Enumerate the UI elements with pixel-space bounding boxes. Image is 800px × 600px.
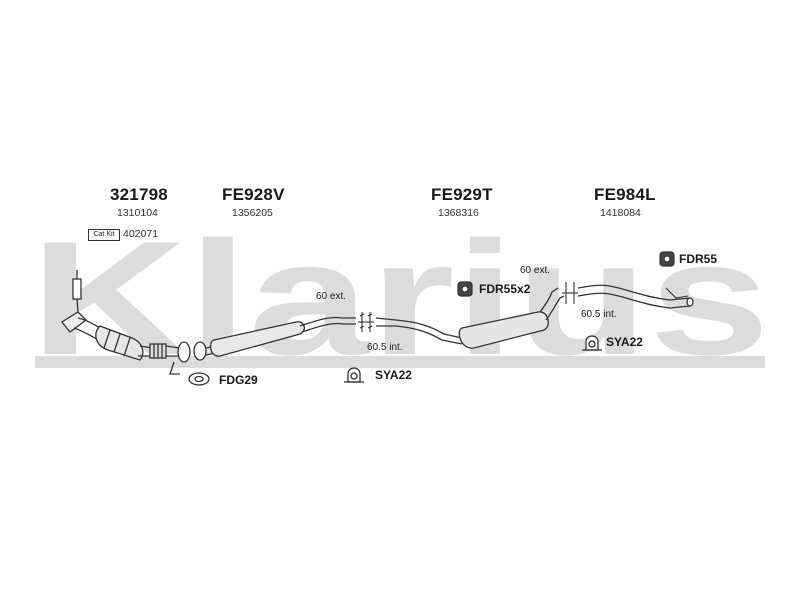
reference-number-1: 1310104 xyxy=(117,207,158,219)
rubber-mount-icon-2 xyxy=(659,251,675,267)
cat-kit-badge: Cat Kit xyxy=(88,229,120,241)
rubber-mount-label: FDR55 xyxy=(679,252,718,266)
reference-number-3: 1368316 xyxy=(438,207,479,219)
centre-silencer-section xyxy=(193,316,356,361)
clamp-icon-1 xyxy=(344,367,364,383)
gasket-icon-hole xyxy=(194,375,204,383)
gasket-label: FDG29 xyxy=(219,373,258,387)
part-number-3: FE929T xyxy=(431,185,493,204)
clamp-label-1: SYA22 xyxy=(375,368,412,382)
tail-pipe-end xyxy=(665,287,689,299)
rubber-mount-icon-1 xyxy=(457,281,473,297)
tail-pipe-section xyxy=(577,284,694,309)
intermediate-pipe xyxy=(375,317,463,345)
joint-2-marker xyxy=(562,282,578,304)
part-number-1: 321798 xyxy=(110,185,168,204)
lambda-sensor xyxy=(72,278,82,300)
catalytic-converter-section xyxy=(61,270,210,386)
centre-inlet-flange xyxy=(193,341,207,361)
watermark-underline xyxy=(35,356,765,368)
centre-outlet-pipe xyxy=(299,316,356,333)
front-flange-bracket xyxy=(169,361,180,375)
reference-number-2: 1356205 xyxy=(232,207,273,219)
flexible-joint-ribs xyxy=(153,344,163,358)
catalytic-ribs xyxy=(103,329,131,357)
tail-pipe-tip xyxy=(686,297,694,307)
rear-silencer-box xyxy=(458,311,549,349)
part-number-2: FE928V xyxy=(222,185,285,204)
joint-2-int: 60.5 int. xyxy=(581,309,617,320)
front-flange-pipe xyxy=(165,345,181,357)
catalytic-body xyxy=(95,325,144,361)
lambda-sensor-lead xyxy=(76,298,79,313)
joint-2-ext: 60 ext. xyxy=(520,265,551,276)
rubber-mount-pair-label: FDR55x2 xyxy=(479,282,531,296)
part-number-4: FE984L xyxy=(594,185,656,204)
joint-1-int: 60.5 int. xyxy=(367,342,403,353)
joint-1-ext: 60 ext. xyxy=(316,291,347,302)
clamp-icon-2 xyxy=(582,335,602,351)
reference-number-4: 1418084 xyxy=(600,207,641,219)
tail-pipe xyxy=(577,284,691,309)
centre-silencer-box xyxy=(209,321,306,357)
front-flange xyxy=(177,341,191,363)
joint-1-marker xyxy=(358,312,374,332)
rear-silencer-section xyxy=(375,287,565,349)
rear-silencer-outlet xyxy=(539,287,565,321)
clamp-label-2: SYA22 xyxy=(606,335,643,349)
cat-kit-number: 402071 xyxy=(123,228,159,240)
gasket-icon xyxy=(188,372,210,386)
klarius-watermark: Klarius xyxy=(30,208,770,389)
